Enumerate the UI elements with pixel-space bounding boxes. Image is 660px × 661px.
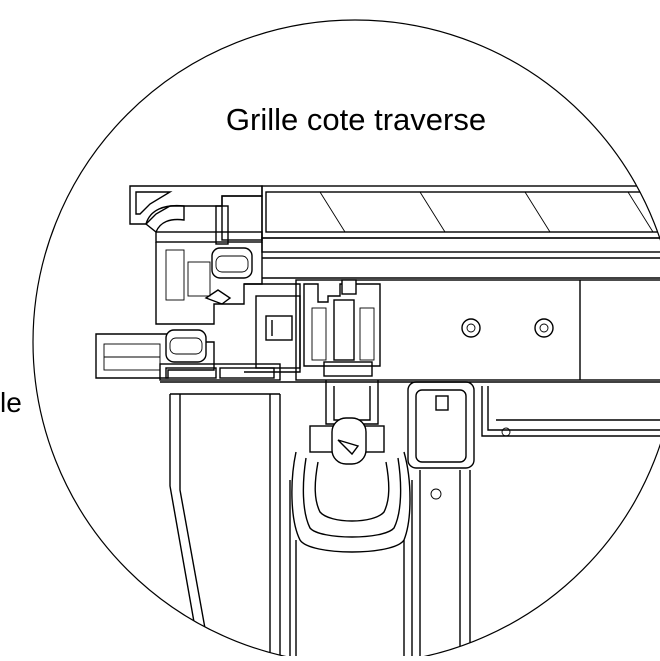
glazing-panel (261, 185, 660, 279)
left-label-fragment: le (0, 387, 22, 418)
curtain-panel (169, 393, 281, 657)
roller-assembly (289, 380, 413, 656)
section-drawing (95, 185, 660, 657)
sill-profile (95, 329, 660, 383)
diagram-title: Grille cote traverse (226, 102, 486, 137)
detail-circle (32, 19, 660, 661)
track-bracket (295, 279, 660, 381)
side-rail (407, 381, 660, 656)
frame-profiles (129, 185, 301, 373)
